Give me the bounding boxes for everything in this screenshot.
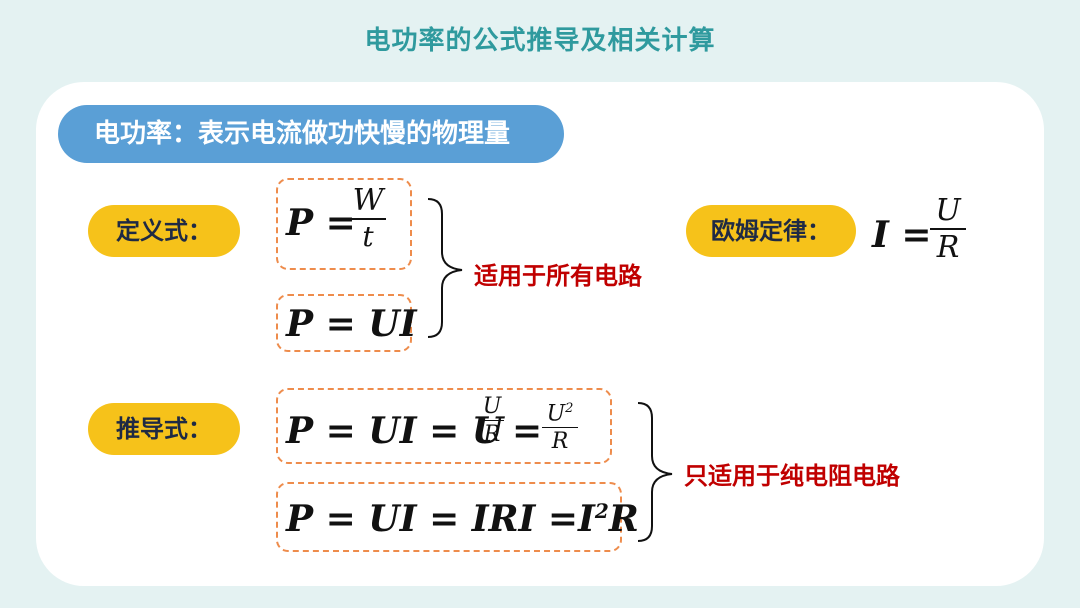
derived-fraction-2: U2 R	[542, 396, 578, 456]
derived-formula-box	[276, 388, 612, 464]
page-title: 电功率的公式推导及相关计算	[364, 26, 716, 56]
fraction-numerator: W	[352, 183, 384, 218]
fraction-bar	[930, 228, 966, 230]
fraction-denominator: R	[551, 429, 569, 455]
fraction-numerator: U2	[546, 401, 574, 427]
ohm-formula: I =	[872, 214, 932, 256]
definition-formula-box	[276, 178, 412, 270]
content-card	[36, 82, 1044, 586]
definition-banner: 电功率：表示电流做功快慢的物理量	[58, 105, 564, 163]
all-circuits-note: 适用于所有电路	[474, 262, 642, 290]
fraction-bar	[542, 427, 578, 429]
right-brace-icon	[637, 402, 673, 542]
ohm-fraction: U R	[930, 194, 966, 266]
ohm-equals: =	[901, 214, 932, 256]
definition-formula: P =	[286, 202, 356, 244]
derived-fraction-1: U R	[480, 394, 504, 449]
power-formula-box	[276, 294, 412, 352]
definition-lhs: P	[286, 202, 314, 244]
fraction-numerator: U	[482, 394, 502, 419]
fraction-denominator: R	[483, 422, 501, 447]
definition-label: 定义式：	[88, 205, 240, 257]
derived-label: 推导式：	[88, 403, 240, 455]
ohm-lhs: I	[872, 214, 889, 256]
fraction-denominator: R	[936, 230, 960, 265]
fraction-bar	[350, 218, 386, 220]
derived-equals: =	[512, 410, 543, 452]
fraction-bar	[480, 420, 504, 421]
ohm-law-label: 欧姆定律：	[686, 205, 856, 257]
joule-formula-box	[276, 482, 622, 552]
right-brace-icon	[427, 198, 463, 338]
fraction-denominator: t	[362, 220, 374, 253]
definition-equals: =	[325, 202, 356, 244]
definition-fraction: W t	[350, 184, 386, 254]
derived-formula-1: P = UI = U	[286, 410, 504, 452]
derived-formula-2: P = UI = IRI =I2R	[286, 498, 639, 540]
fraction-numerator: U	[935, 193, 961, 228]
power-formula: P = UI	[286, 303, 417, 345]
pure-resistive-note: 只适用于纯电阻电路	[684, 462, 900, 490]
